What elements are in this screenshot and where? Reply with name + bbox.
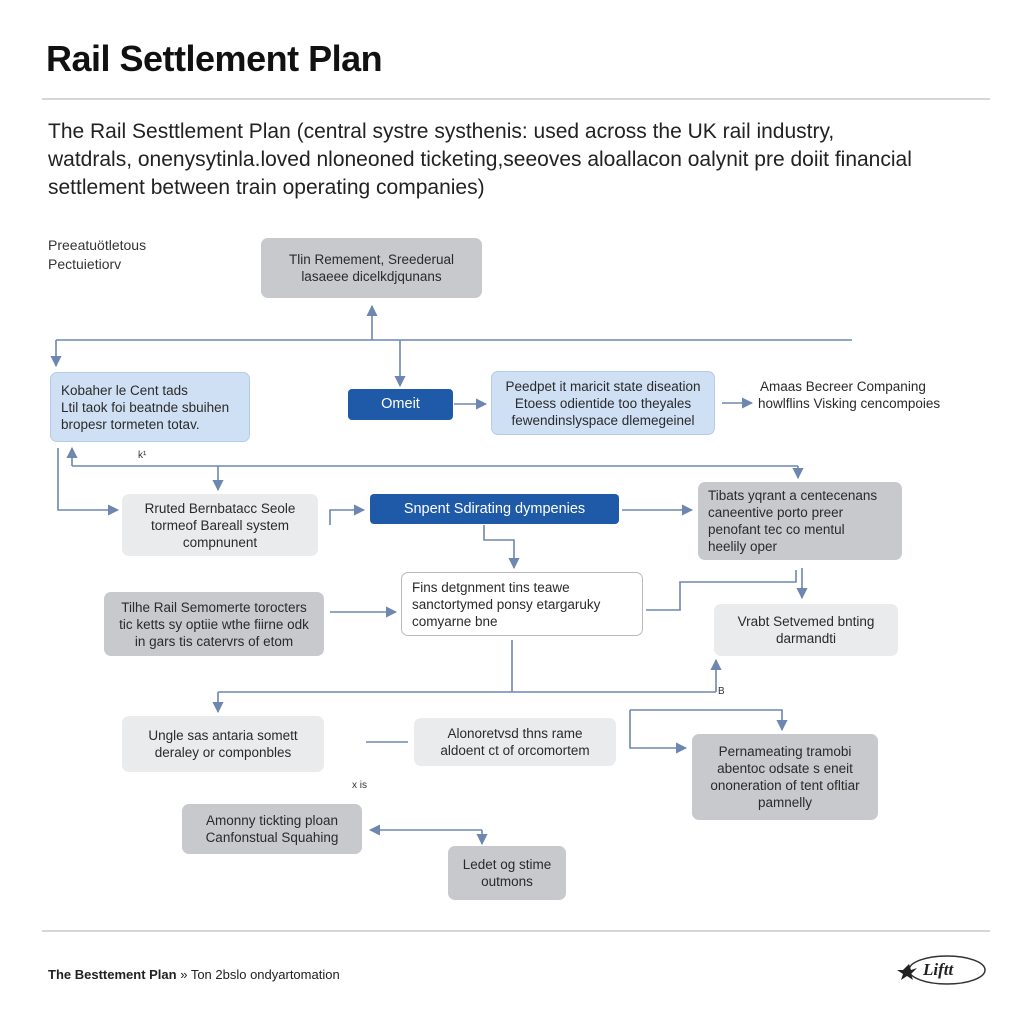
box-text: Tilhe Rail Semomerte torocters bbox=[121, 599, 307, 615]
box-omeit: Omeit bbox=[348, 389, 453, 420]
logo: Liftt bbox=[895, 950, 990, 990]
box-text: lasaeee dicelkdjqunans bbox=[301, 269, 442, 284]
box-text: caneentive porto preer bbox=[708, 505, 844, 520]
box-text: compnunent bbox=[182, 534, 258, 550]
box-text: Rruted Bernbatacc Seole bbox=[144, 500, 296, 516]
box-text: Amonny tickting ploan bbox=[205, 813, 339, 828]
box-text: pamnelly bbox=[757, 795, 813, 810]
box-text: sanctortymed ponsy etargaruky bbox=[412, 596, 601, 612]
box-text: bropesr tormeten totav. bbox=[61, 416, 200, 432]
intro-line: settlement between train operating compa… bbox=[48, 176, 485, 199]
x-mark: x is bbox=[352, 780, 367, 791]
box-alon: Alonoretvsd thns rame aldoent ct of orco… bbox=[414, 718, 616, 766]
box-text: in gars tis catervrs of etom bbox=[134, 633, 294, 649]
box-text: Ledet og stime bbox=[462, 857, 552, 872]
box-text: Vrabt Setvemed bnting bbox=[737, 614, 875, 629]
b-mark: B bbox=[718, 686, 725, 697]
box-tibats: Tibats yqrant a centecenans caneentive p… bbox=[698, 482, 902, 560]
box-ledet: Ledet og stime outmons bbox=[448, 846, 566, 900]
box-text: tic ketts sy optiie wthe fiirne odk bbox=[119, 616, 309, 632]
box-text: Ungle sas antaria somett bbox=[148, 728, 298, 743]
far-right-label: Amaas Becreer Companing howlflins Viskin… bbox=[758, 378, 940, 412]
box-text: Canfonstual Squahing bbox=[205, 830, 339, 845]
intro-paragraph: The Rail Sesttlement Plan (central systr… bbox=[48, 118, 978, 202]
box-perna: Pernameating tramobi abentoc odsate s en… bbox=[692, 734, 878, 820]
connector-arrow bbox=[483, 525, 520, 570]
box-text: Ltil taok foi beatnde sbuihen bbox=[61, 399, 230, 415]
box-ungle: Ungle sas antaria somett deraley or comp… bbox=[122, 716, 324, 772]
box-text: Snpent Sdirating dympenies bbox=[403, 500, 586, 517]
box-text: heelily oper bbox=[708, 539, 778, 554]
page-title: Rail Settlement Plan bbox=[46, 38, 383, 79]
box-text: Kobaher le Cent tads bbox=[61, 382, 188, 398]
box-text: darmandti bbox=[775, 631, 837, 646]
box-text: aldoent ct of orcomortem bbox=[440, 743, 590, 758]
box-text: Tibats yqrant a centecenans bbox=[708, 488, 878, 503]
intro-line: watdrals, onenysytinla.loved nloneoned t… bbox=[48, 148, 912, 171]
logo-icon: Liftt bbox=[897, 955, 986, 985]
box-text: Peedpet it maricit state diseation bbox=[505, 378, 701, 394]
box-blue-left: Kobaher le Cent tads Ltil taok foi beatn… bbox=[50, 372, 250, 442]
box-text: Tlin Remement, Sreederual bbox=[288, 252, 455, 267]
box-fins: Fins detgnment tins teawe sanctortymed p… bbox=[401, 572, 643, 636]
box-amonny: Amonny tickting ploan Canfonstual Squahi… bbox=[182, 804, 362, 854]
header-divider bbox=[42, 98, 990, 100]
box-vrabt: Vrabt Setvemed bnting darmandti bbox=[714, 604, 898, 656]
box-text: fewendinslyspace dlemegeinel bbox=[511, 412, 695, 428]
footer-bold: The Besttement Plan bbox=[48, 967, 177, 982]
box-rruted: Rruted Bernbatacc Seole tormeof Bareall … bbox=[122, 494, 318, 556]
connector-arrow bbox=[329, 504, 366, 525]
k-mark: k¹ bbox=[138, 450, 147, 461]
box-text: tormeof Bareall system bbox=[150, 517, 290, 533]
label-line: Amaas Becreer Companing bbox=[760, 379, 926, 394]
footer: The Besttement Plan » Ton 2bslo ondyarto… bbox=[48, 967, 340, 982]
box-text: deraley or componbles bbox=[154, 745, 292, 760]
intro-line: The Rail Sesttlement Plan (central systr… bbox=[48, 120, 835, 143]
side-label-line: Pectuietiorv bbox=[48, 256, 122, 272]
footer-rest: » Ton 2bslo ondyartomation bbox=[176, 967, 340, 982]
side-label: Preeatuötletous Pectuietiorv bbox=[48, 236, 146, 274]
box-text: Alonoretvsd thns rame bbox=[447, 726, 583, 741]
footer-divider bbox=[42, 930, 990, 932]
connector-line bbox=[646, 570, 797, 611]
box-text: abentoc odsate s eneit bbox=[717, 761, 853, 776]
label-line: howlflins Visking cencompoies bbox=[758, 396, 941, 411]
box-text: ononeration of tent ofltiar bbox=[710, 778, 860, 793]
box-tilhe: Tilhe Rail Semomerte torocters tic ketts… bbox=[104, 592, 324, 656]
box-blue-right: Peedpet it maricit state diseation Etoes… bbox=[491, 371, 715, 435]
box-text: Fins detgnment tins teawe bbox=[412, 579, 570, 595]
box-text: penofant tec co mentul bbox=[708, 522, 845, 537]
connector-arrow bbox=[57, 448, 120, 516]
connector-arrow bbox=[630, 709, 788, 732]
box-text: outmons bbox=[481, 874, 533, 889]
box-text: Pernameating tramobi bbox=[718, 744, 852, 759]
box-text: comyarne bne bbox=[412, 613, 498, 629]
box-top: Tlin Remement, Sreederual lasaeee dicelk… bbox=[261, 238, 482, 298]
box-snpent: Snpent Sdirating dympenies bbox=[370, 494, 619, 524]
side-label-line: Preeatuötletous bbox=[48, 237, 147, 253]
box-text: Etoess odientide too theyales bbox=[514, 395, 692, 411]
logo-text: Liftt bbox=[922, 960, 954, 979]
connector-arrow bbox=[629, 710, 688, 754]
box-text: Omeit bbox=[381, 396, 420, 412]
